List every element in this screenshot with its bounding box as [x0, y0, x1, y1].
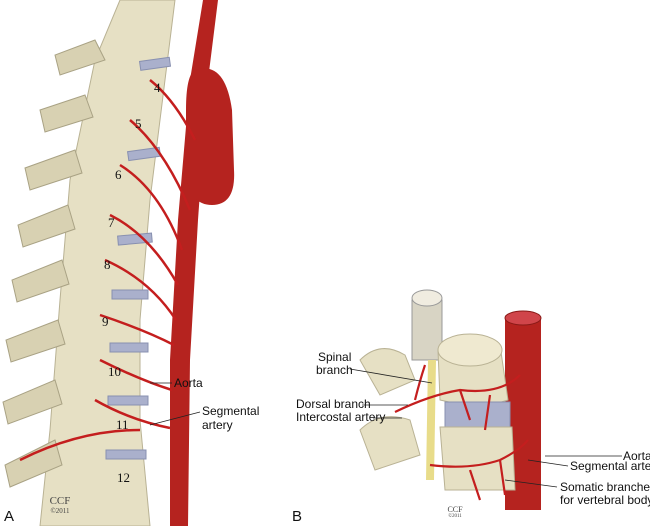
- label-dorsal-branch: Dorsal branch: [296, 397, 371, 411]
- signature-b: CCF ©2011: [440, 505, 470, 519]
- signature-credit: CCF: [49, 495, 71, 507]
- vertebra-number: 6: [115, 167, 122, 182]
- label-segmental-a-2: artery: [202, 418, 233, 432]
- vertebra-number: 8: [104, 257, 111, 272]
- label-intercostal-artery: Intercostal artery: [296, 410, 386, 424]
- panel-a-aorta: [170, 0, 235, 526]
- panel-b-spine: [359, 289, 516, 491]
- vertebra-number: 5: [135, 116, 142, 131]
- vertebra-number: 4: [154, 80, 161, 95]
- leader-lines: [149, 368, 622, 488]
- signature-year: ©2011: [50, 507, 70, 515]
- label-aorta-a: Aorta: [174, 376, 203, 390]
- label-spinal-branch-2: branch: [316, 363, 353, 377]
- vertebra-number: 11: [116, 417, 129, 432]
- label-somatic-branches-1: Somatic branches: [560, 480, 650, 494]
- signature-a: CCF ©2011: [40, 495, 80, 515]
- label-segmental-a-1: Segmental: [202, 404, 260, 418]
- label-aorta-b: Aorta: [623, 449, 650, 463]
- vertebra-number: 10: [108, 364, 121, 379]
- panel-letter-a: A: [4, 508, 15, 525]
- signature-year: ©2011: [448, 514, 462, 519]
- vertebra-number: 9: [102, 314, 109, 329]
- panel-letter-b: B: [292, 508, 303, 525]
- label-spinal-branch-1: Spinal: [318, 350, 352, 364]
- vertebra-number: 7: [108, 215, 115, 230]
- panel-a-spine: [2, 0, 176, 526]
- label-segmental-artery-b: Segmental artery: [570, 459, 650, 473]
- panel-b-arteries: [394, 364, 529, 501]
- panel-a-segmental-arteries: [19, 79, 197, 462]
- label-somatic-branches-2: for vertebral body: [560, 493, 650, 507]
- signature-credit: CCF: [447, 505, 463, 514]
- vertebra-number: 12: [117, 470, 130, 485]
